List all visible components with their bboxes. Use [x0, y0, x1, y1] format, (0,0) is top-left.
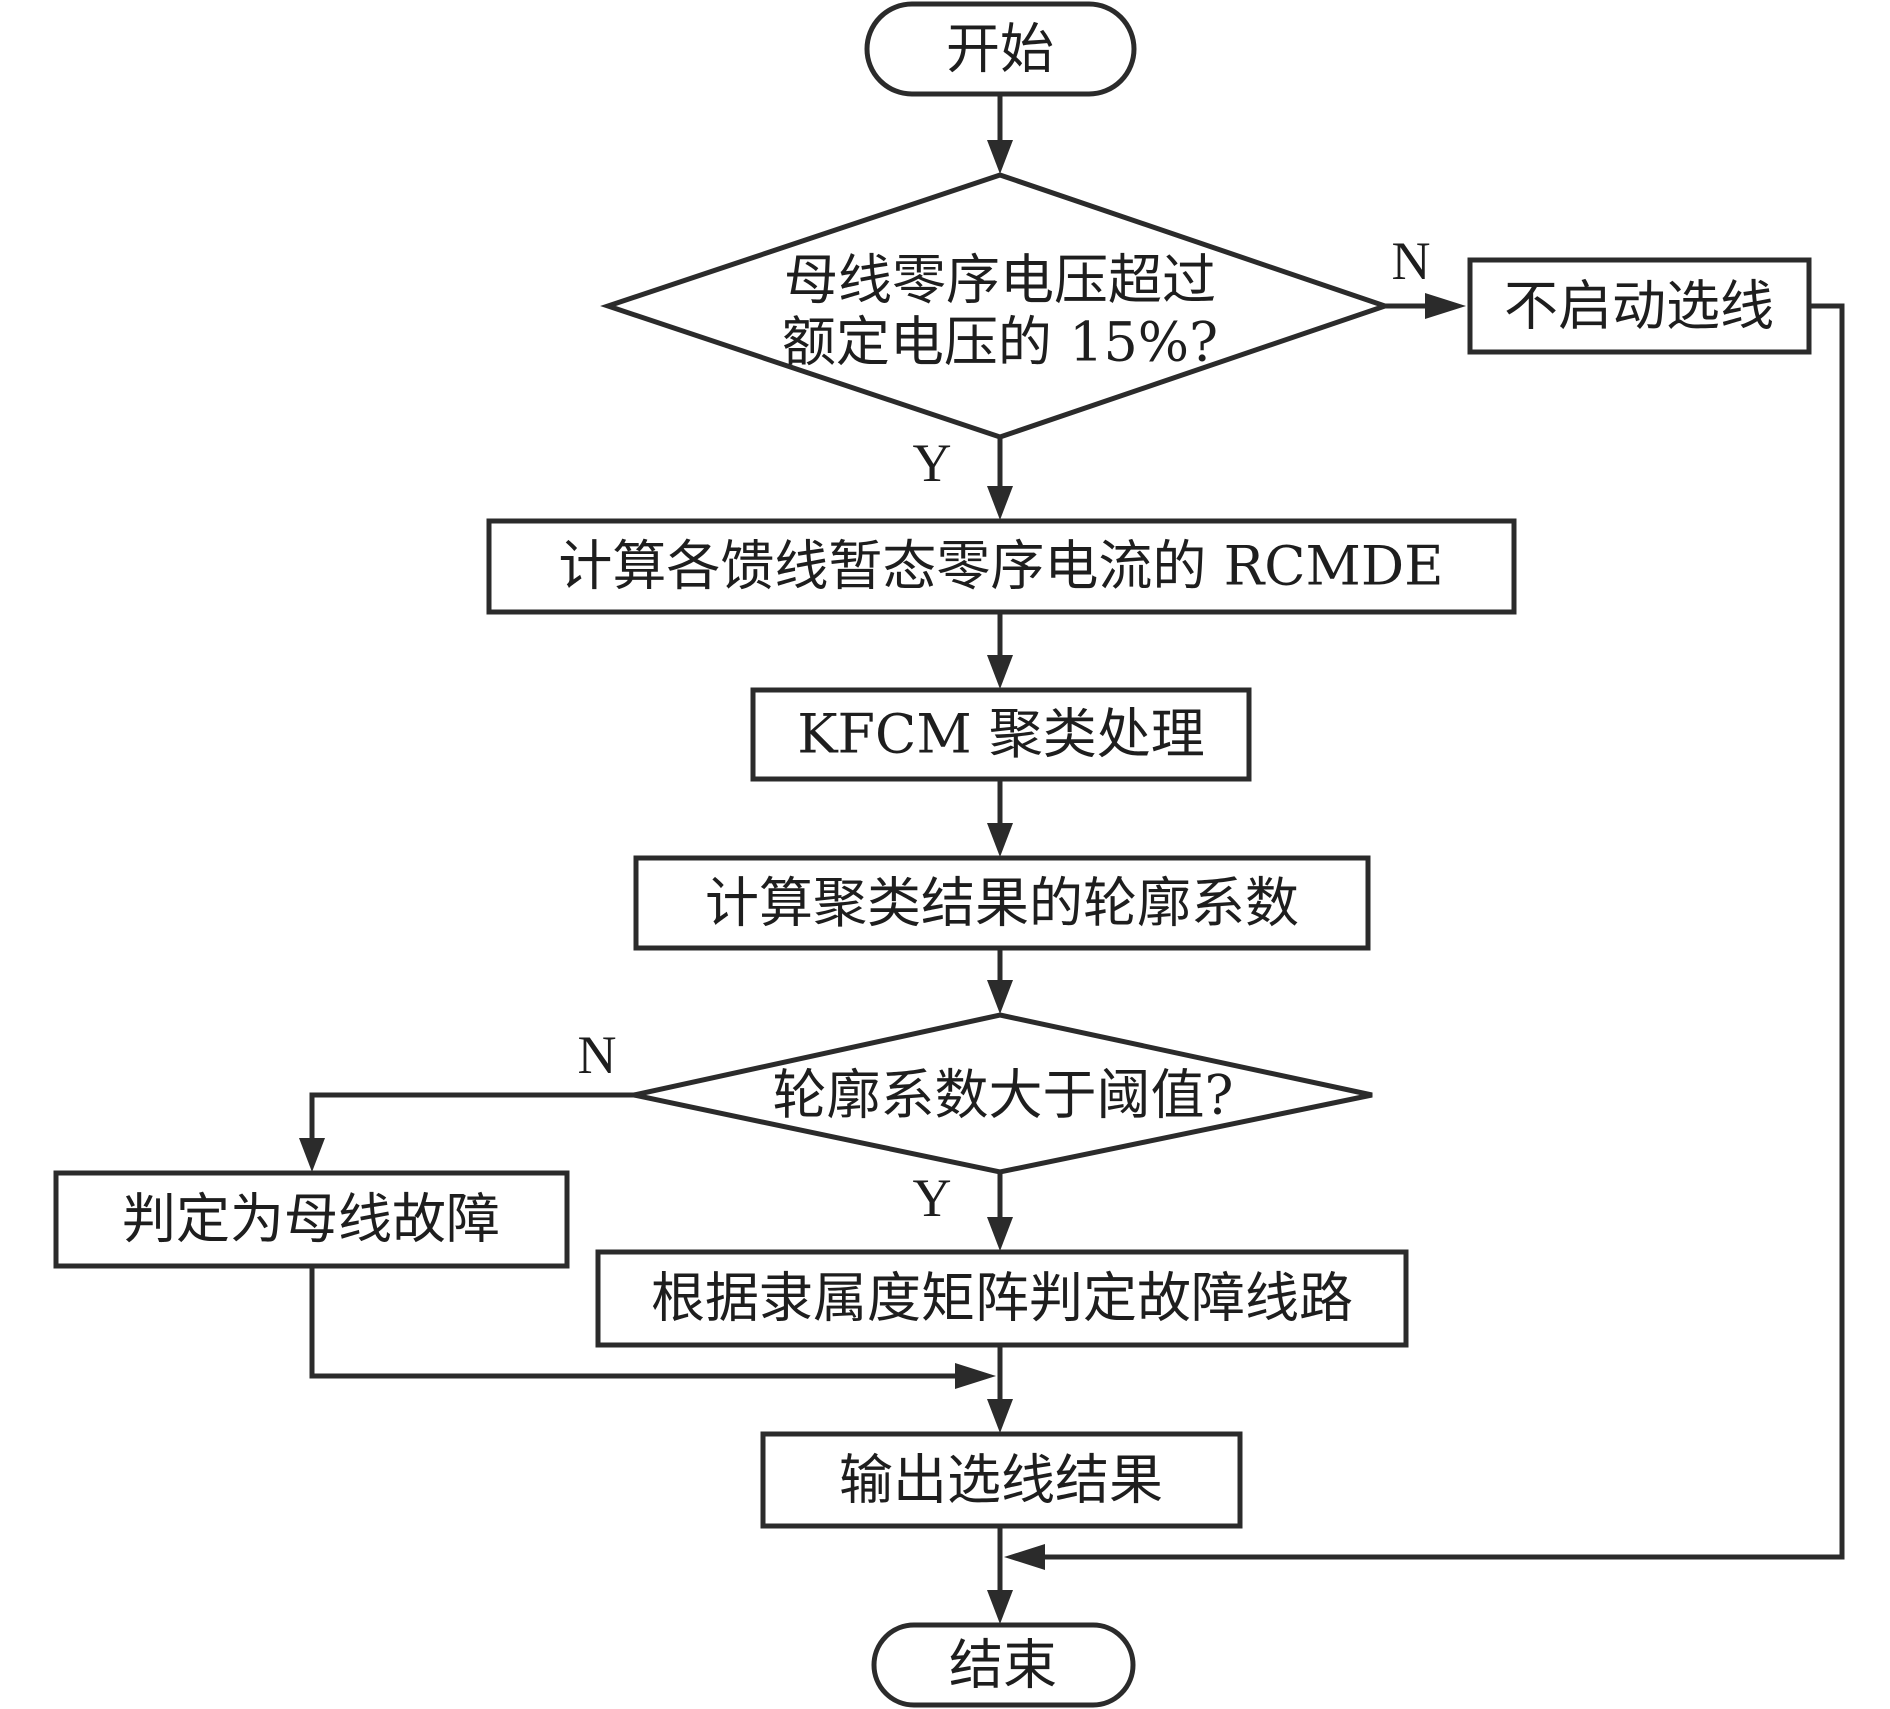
node-kfcm: KFCM 聚类处理: [750, 687, 1252, 782]
bus-fault-label: 判定为母线故障: [122, 1188, 500, 1251]
arrowhead: [987, 1590, 1013, 1624]
start-label: 开始: [946, 18, 1054, 81]
node-silhouette: 计算聚类结果的轮廓系数: [633, 855, 1371, 951]
arrowhead: [987, 486, 1013, 520]
node-line-fault: 根据隶属度矩阵判定故障线路: [595, 1249, 1409, 1348]
node-bus-fault: 判定为母线故障: [53, 1170, 570, 1269]
node-threshold-check: 轮廓系数大于阈值?: [633, 1012, 1373, 1175]
start-terminal: [864, 1, 1137, 97]
arrowhead: [987, 823, 1013, 857]
voltage-check-label-line2: 额定电压的 15%?: [782, 311, 1218, 374]
silhouette-label: 计算聚类结果的轮廓系数: [705, 872, 1299, 935]
arrowhead: [987, 980, 1013, 1014]
node-calc-rcmde: 计算各馈线暂态零序电流的 RCMDE: [486, 518, 1517, 615]
node-no-start: 不启动选线: [1467, 257, 1812, 355]
output-label: 输出选线结果: [839, 1449, 1163, 1512]
voltage-check-diamond: [600, 172, 1393, 440]
kfcm-box: [750, 687, 1252, 782]
node-voltage-check: 母线零序电压超过 额定电压的 15%?: [600, 172, 1393, 440]
threshold-no-label: N: [578, 1025, 617, 1085]
threshold-check-diamond: [633, 1012, 1373, 1175]
no-start-label: 不启动选线: [1504, 275, 1774, 338]
calc-rcmde-label: 计算各馈线暂态零序电流的 RCMDE: [558, 535, 1443, 598]
arrowhead: [987, 655, 1013, 689]
connectors: [299, 94, 1845, 1624]
threshold-check-label: 轮廓系数大于阈值?: [773, 1064, 1234, 1127]
arrowhead: [987, 140, 1013, 174]
arrowhead: [1004, 1544, 1045, 1570]
calc-rcmde-box: [486, 518, 1517, 615]
arrowhead: [987, 1399, 1013, 1433]
kfcm-label: KFCM 聚类处理: [797, 703, 1205, 766]
end-terminal: [871, 1622, 1136, 1708]
arrowhead: [987, 1217, 1013, 1251]
arrowhead: [955, 1363, 996, 1389]
end-label: 结束: [949, 1634, 1057, 1697]
output-box: [760, 1431, 1243, 1529]
node-start: 开始: [864, 1, 1137, 97]
node-output: 输出选线结果: [760, 1431, 1243, 1529]
line-fault-box: [595, 1249, 1409, 1348]
line-fault-label: 根据隶属度矩阵判定故障线路: [651, 1267, 1353, 1330]
voltage-no-label: N: [1392, 231, 1431, 291]
threshold-yes-label: Y: [913, 1168, 952, 1228]
voltage-yes-label: Y: [913, 433, 952, 493]
arrowhead: [1425, 293, 1466, 319]
node-end: 结束: [871, 1622, 1136, 1708]
silhouette-box: [633, 855, 1371, 951]
no-start-box: [1467, 257, 1812, 355]
edge-bus-fault-to-output: [309, 1266, 960, 1379]
edge-threshold-no-to-bus-fault: [309, 1092, 634, 1143]
arrowhead: [299, 1138, 325, 1172]
edge-no-start-to-end: [1040, 303, 1845, 1560]
bus-fault-box: [53, 1170, 570, 1269]
voltage-check-label-line1: 母线零序电压超过: [784, 249, 1216, 312]
